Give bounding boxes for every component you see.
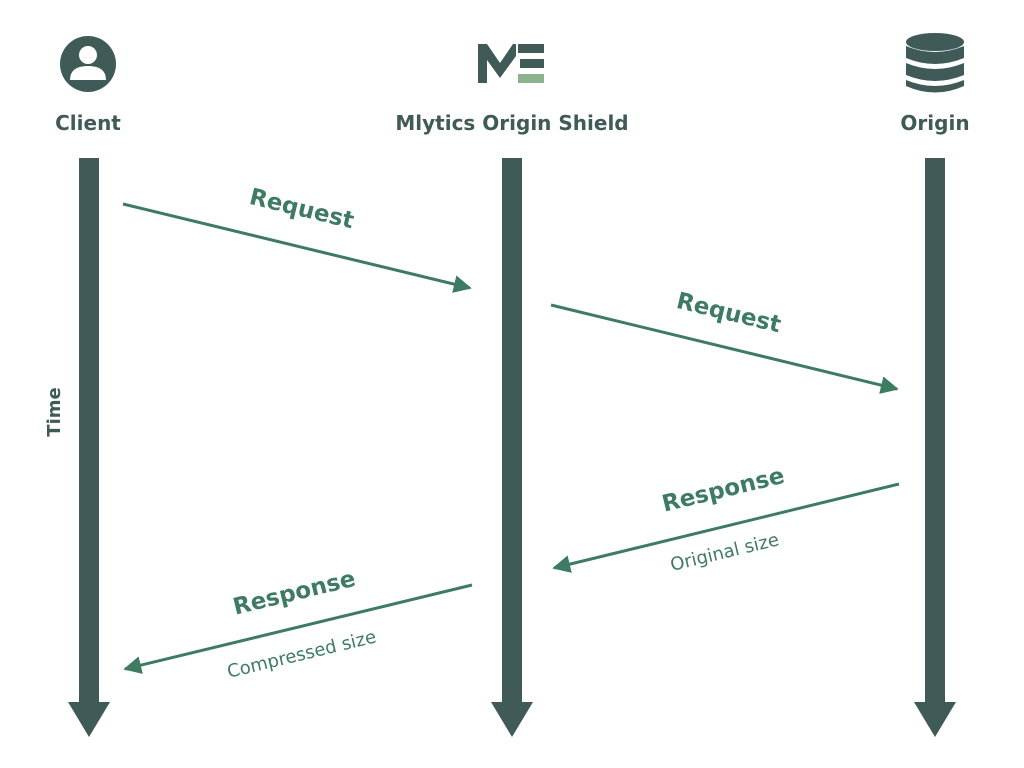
response-label: Response bbox=[660, 463, 788, 518]
time-axis-label: Time bbox=[44, 387, 65, 436]
compressed-size-label: Compressed size bbox=[225, 627, 378, 683]
response-arrow-shield-to-client: Response Compressed size bbox=[123, 566, 473, 683]
shield-actor: Mlytics Origin Shield bbox=[395, 44, 629, 135]
shield-lifeline bbox=[491, 158, 533, 737]
mlytics-logo-icon bbox=[478, 44, 544, 83]
request-label: Request bbox=[674, 288, 784, 338]
client-lifeline bbox=[68, 158, 110, 737]
database-icon bbox=[906, 33, 964, 93]
client-actor: Client bbox=[55, 36, 121, 135]
response-label: Response bbox=[231, 566, 359, 621]
user-icon bbox=[60, 36, 116, 92]
request-label: Request bbox=[247, 184, 357, 234]
shield-label: Mlytics Origin Shield bbox=[395, 111, 628, 135]
origin-label: Origin bbox=[900, 111, 969, 135]
request-arrow-shield-to-origin: Request bbox=[550, 288, 899, 394]
origin-actor: Origin bbox=[900, 33, 970, 135]
client-label: Client bbox=[55, 111, 121, 135]
request-arrow-client-to-shield: Request bbox=[122, 184, 472, 293]
origin-lifeline bbox=[914, 158, 956, 737]
response-arrow-origin-to-shield: Response Original size bbox=[552, 463, 900, 576]
